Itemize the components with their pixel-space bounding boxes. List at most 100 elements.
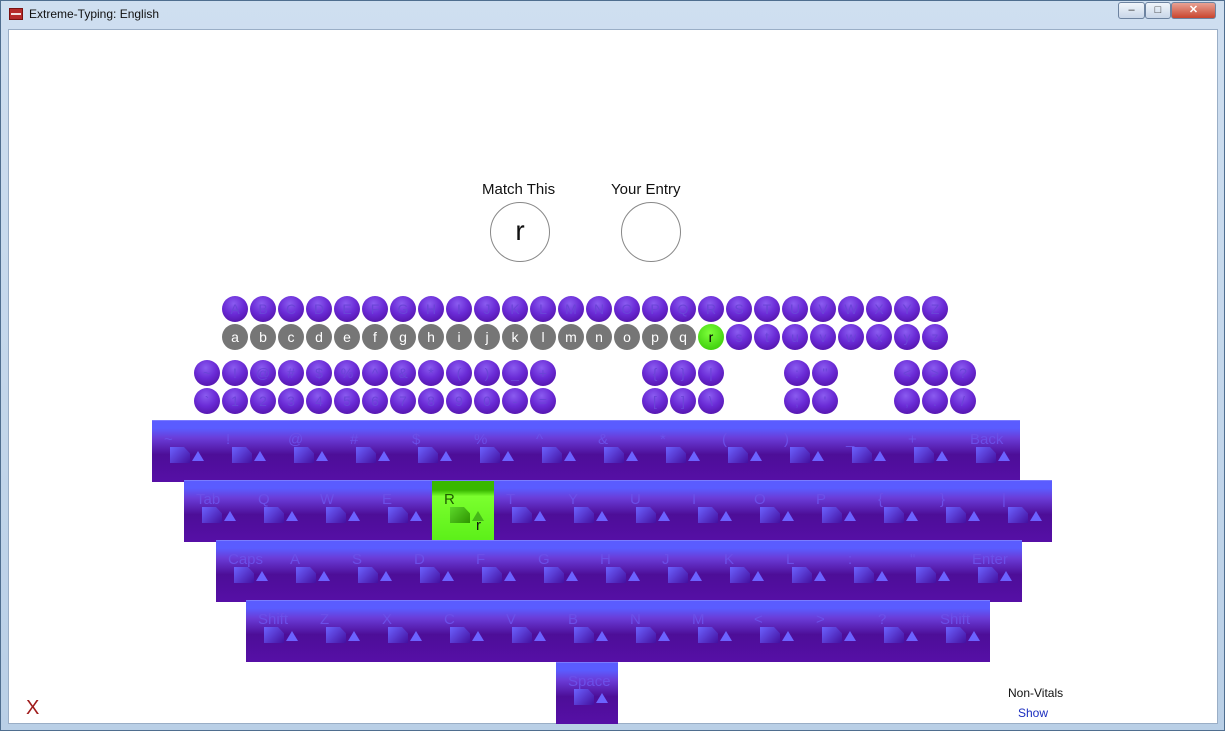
show-link[interactable]: Show xyxy=(1018,706,1049,720)
key-k[interactable]: K xyxy=(712,540,774,602)
key-[interactable]: ~ xyxy=(152,420,214,482)
key-accent xyxy=(658,511,670,521)
key-label: { xyxy=(878,491,884,508)
key-y[interactable]: Y xyxy=(556,480,618,542)
key-j[interactable]: J xyxy=(650,540,712,602)
key-g[interactable]: G xyxy=(526,540,588,602)
key-[interactable]: % xyxy=(462,420,524,482)
key-face xyxy=(916,567,936,583)
key-accent xyxy=(844,511,856,521)
key-shift[interactable]: Shift xyxy=(246,600,308,662)
key-face xyxy=(728,447,748,463)
key-space[interactable]: Space xyxy=(556,662,618,724)
key-z[interactable]: Z xyxy=(308,600,370,662)
upper-letter-ball: J xyxy=(474,296,500,322)
key-face xyxy=(544,567,564,583)
lower-letter-ball: w xyxy=(838,324,864,350)
key-accent xyxy=(658,631,670,641)
key-accent xyxy=(286,511,298,521)
key-[interactable]: @ xyxy=(276,420,338,482)
key-accent xyxy=(998,451,1010,461)
key-e[interactable]: E xyxy=(370,480,432,542)
key-[interactable]: } xyxy=(928,480,990,542)
key-[interactable]: * xyxy=(648,420,710,482)
key-[interactable]: _ xyxy=(834,420,896,482)
key-face xyxy=(420,567,440,583)
key-l[interactable]: L xyxy=(774,540,836,602)
key-face xyxy=(294,447,314,463)
key-[interactable]: ) xyxy=(772,420,834,482)
key-[interactable]: ? xyxy=(866,600,928,662)
key-face xyxy=(606,567,626,583)
key-[interactable]: ^ xyxy=(524,420,586,482)
key-u[interactable]: U xyxy=(618,480,680,542)
key-face xyxy=(574,689,594,705)
key-label: H xyxy=(600,551,611,568)
key-b[interactable]: B xyxy=(556,600,618,662)
key-p[interactable]: P xyxy=(804,480,866,542)
key-c[interactable]: C xyxy=(432,600,494,662)
upper-letter-ball: R xyxy=(698,296,724,322)
key-label: | xyxy=(1002,491,1006,508)
key-face xyxy=(854,567,874,583)
key-s[interactable]: S xyxy=(340,540,402,602)
close-button[interactable]: ✕ xyxy=(1171,2,1216,19)
key-accent xyxy=(192,451,204,461)
symbol-ball: ) xyxy=(474,360,500,386)
key-enter[interactable]: Enter xyxy=(960,540,1022,602)
key-m[interactable]: M xyxy=(680,600,742,662)
key-label: Space xyxy=(568,673,611,690)
key-[interactable]: + xyxy=(896,420,958,482)
key-q[interactable]: Q xyxy=(246,480,308,542)
key-[interactable]: < xyxy=(742,600,804,662)
key-face xyxy=(574,507,594,523)
maximize-button[interactable]: □ xyxy=(1145,2,1171,19)
key-[interactable]: $ xyxy=(400,420,462,482)
symbol-ball: + xyxy=(530,360,556,386)
lower-letter-ball: f xyxy=(362,324,388,350)
key-d[interactable]: D xyxy=(402,540,464,602)
key-shift[interactable]: Shift xyxy=(928,600,990,662)
key-v[interactable]: V xyxy=(494,600,556,662)
key-n[interactable]: N xyxy=(618,600,680,662)
key-[interactable]: { xyxy=(866,480,928,542)
key-[interactable]: | xyxy=(990,480,1052,542)
key-caps[interactable]: Caps xyxy=(216,540,278,602)
key-tab[interactable]: Tab xyxy=(184,480,246,542)
key-[interactable]: ! xyxy=(214,420,276,482)
key-face xyxy=(852,447,872,463)
key-h[interactable]: H xyxy=(588,540,650,602)
key-accent xyxy=(596,511,608,521)
key-accent xyxy=(410,631,422,641)
key-[interactable]: > xyxy=(804,600,866,662)
key-accent xyxy=(1030,511,1042,521)
upper-letter-ball: L xyxy=(530,296,556,322)
key-t[interactable]: T xyxy=(494,480,556,542)
key-o[interactable]: O xyxy=(742,480,804,542)
upper-letter-ball: P xyxy=(642,296,668,322)
lower-letter-ball: p xyxy=(642,324,668,350)
key-i[interactable]: I xyxy=(680,480,742,542)
upper-letter-ball: V xyxy=(810,296,836,322)
key-[interactable]: ( xyxy=(710,420,772,482)
bracket-ball: } xyxy=(670,360,696,386)
lower-letter-ball: d xyxy=(306,324,332,350)
key-a[interactable]: A xyxy=(278,540,340,602)
key-f[interactable]: F xyxy=(464,540,526,602)
key-accent xyxy=(564,451,576,461)
lower-letter-ball: t xyxy=(754,324,780,350)
key-back[interactable]: Back xyxy=(958,420,1020,482)
key-x[interactable]: X xyxy=(370,600,432,662)
key-[interactable]: # xyxy=(338,420,400,482)
symbol-ball: * xyxy=(418,360,444,386)
minimize-button[interactable]: – xyxy=(1118,2,1145,19)
key-[interactable]: : xyxy=(836,540,898,602)
key-accent xyxy=(534,511,546,521)
key-w[interactable]: W xyxy=(308,480,370,542)
upper-letter-ball: N xyxy=(586,296,612,322)
key-[interactable]: & xyxy=(586,420,648,482)
key-[interactable]: " xyxy=(898,540,960,602)
key-face xyxy=(668,567,688,583)
exit-button[interactable]: X xyxy=(26,697,40,719)
